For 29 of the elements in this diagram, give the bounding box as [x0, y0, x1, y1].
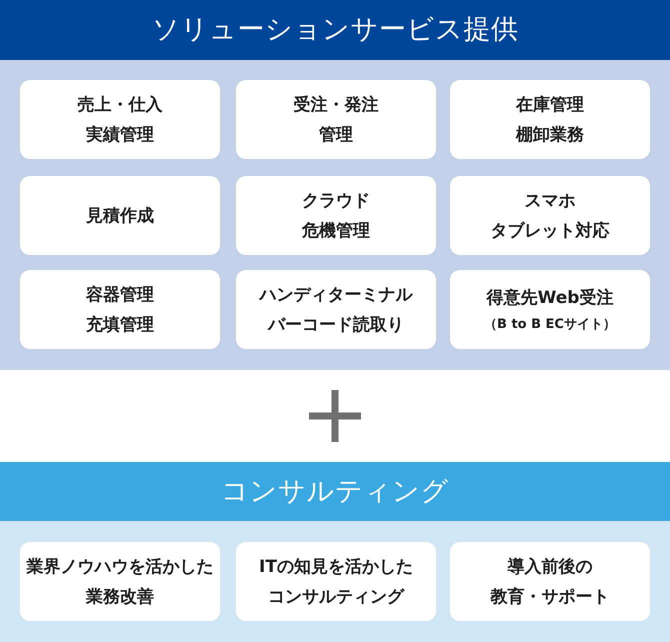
service-card [236, 542, 436, 621]
service-card [450, 270, 650, 349]
card-label: 容器管理充填管理 [86, 284, 154, 336]
section-heading: ソリューションサービス提供 [152, 13, 518, 47]
card-label: （B to B ECサイト） [484, 316, 616, 334]
service-card [20, 80, 220, 159]
card-label: 見積作成 [86, 204, 154, 228]
card-label: クラウド危機管理 [302, 190, 370, 242]
card-label: 業界ノウハウを活かした業務改善 [26, 556, 214, 608]
service-card [450, 176, 650, 255]
card-label: 在庫管理棚卸業務 [516, 94, 584, 146]
service-card [20, 542, 220, 621]
section-panel [0, 462, 670, 642]
card-label: 売上・仕入実績管理 [78, 94, 162, 146]
service-card [236, 270, 436, 349]
section-panel [0, 0, 670, 370]
service-card [20, 270, 220, 349]
card-label: ITの知見を活かしたコンサルティング [259, 556, 413, 608]
section-heading: コンサルティング [221, 474, 449, 508]
service-card [236, 80, 436, 159]
card-label: 得意先Web受注 [486, 286, 614, 310]
card-label: スマホタブレット対応 [490, 190, 610, 242]
service-card [236, 176, 436, 255]
card-label: 導入前後の教育・サポート [490, 556, 610, 608]
service-card [450, 542, 650, 621]
service-card [450, 80, 650, 159]
card-label: ハンディターミナルバーコード読取り [260, 284, 412, 336]
service-card [20, 176, 220, 255]
card-label: 受注・発注管理 [294, 94, 378, 146]
